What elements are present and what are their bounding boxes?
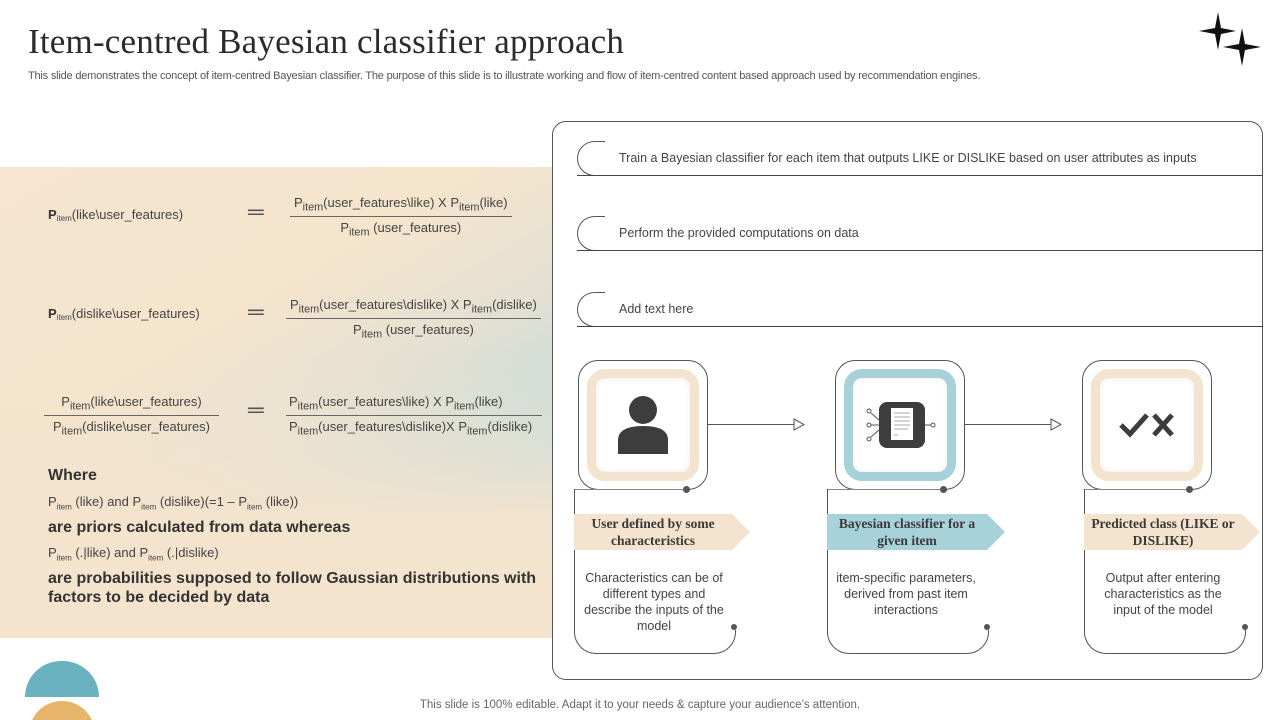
user-icon xyxy=(618,396,668,454)
decorative-semicircle-blue xyxy=(25,661,99,697)
arrow-head-icon xyxy=(793,418,805,431)
card-2-icon-box xyxy=(844,369,956,481)
formula-panel xyxy=(0,167,552,638)
step-row: Add text here xyxy=(577,292,1263,327)
decorative-semicircle-orange xyxy=(29,701,95,720)
eq2-rhs-fraction: Pitem(user_features\dislike) X Pitem(dis… xyxy=(286,297,541,340)
card-3-description: Output after entering characteristics as… xyxy=(1104,571,1222,617)
equals-sign: ═ xyxy=(248,397,264,422)
card-1-title: User defined by some characteristics xyxy=(574,514,750,550)
priors-formula: Pitem (like) and Pitem (dislike)(=1 – Pi… xyxy=(48,494,299,512)
equals-sign: ═ xyxy=(248,299,264,324)
equals-sign: ═ xyxy=(248,199,264,224)
connector-dot xyxy=(683,486,690,493)
connector-dot xyxy=(984,624,990,630)
card-3-title: Predicted class (LIKE or DISLIKE) xyxy=(1084,514,1260,550)
eq2-lhs: Pitem(dislike\user_features) xyxy=(48,306,200,322)
eq1-rhs-fraction: Pitem(user_features\like) X Pitem(like) … xyxy=(290,195,512,238)
likelihood-description: are probabilities supposed to follow Gau… xyxy=(48,570,537,606)
arrow-head-icon xyxy=(1050,418,1062,431)
card-2-title: Bayesian classifier for a given item xyxy=(827,514,1005,550)
step-text: Add text here xyxy=(619,302,694,316)
flow-arrow-line xyxy=(708,424,796,425)
where-heading: Where xyxy=(48,467,97,484)
slide-subtitle: This slide demonstrates the concept of i… xyxy=(28,70,981,82)
priors-description: are priors calculated from data whereas xyxy=(48,519,351,536)
eq3-lhs-fraction: Pitem(like\user_features) Pitem(dislike\… xyxy=(44,394,219,437)
card-1-description: Characteristics can be of different type… xyxy=(584,571,724,633)
connector-dot xyxy=(940,486,947,493)
check-cross-icon xyxy=(1119,413,1174,438)
step-row: Perform the provided computations on dat… xyxy=(577,216,1263,251)
card-3-icon-box xyxy=(1091,369,1203,481)
flow-arrow-line xyxy=(965,424,1053,425)
likelihood-formula: Pitem (.|like) and Pitem (.|dislike) xyxy=(48,545,219,563)
step-text: Train a Bayesian classifier for each ite… xyxy=(619,151,1197,165)
sparkle-stars-icon xyxy=(1199,12,1261,66)
card-2-description: item-specific parameters, derived from p… xyxy=(836,571,976,617)
footer-note: This slide is 100% editable. Adapt it to… xyxy=(419,699,861,711)
step-text: Perform the provided computations on dat… xyxy=(619,226,859,240)
connector-dot xyxy=(1242,624,1248,630)
step-row: Train a Bayesian classifier for each ite… xyxy=(577,141,1263,176)
slide-title: Item-centred Bayesian classifier approac… xyxy=(28,22,625,61)
card-1-icon-box xyxy=(587,369,699,481)
eq3-rhs-fraction: Pitem(user_features\like) X Pitem(like) … xyxy=(286,394,542,437)
connector-dot xyxy=(1186,486,1193,493)
connector-dot xyxy=(731,624,737,630)
eq1-lhs: Pitem(like\user_features) xyxy=(48,207,184,223)
classifier-chip-document-icon xyxy=(866,402,936,448)
